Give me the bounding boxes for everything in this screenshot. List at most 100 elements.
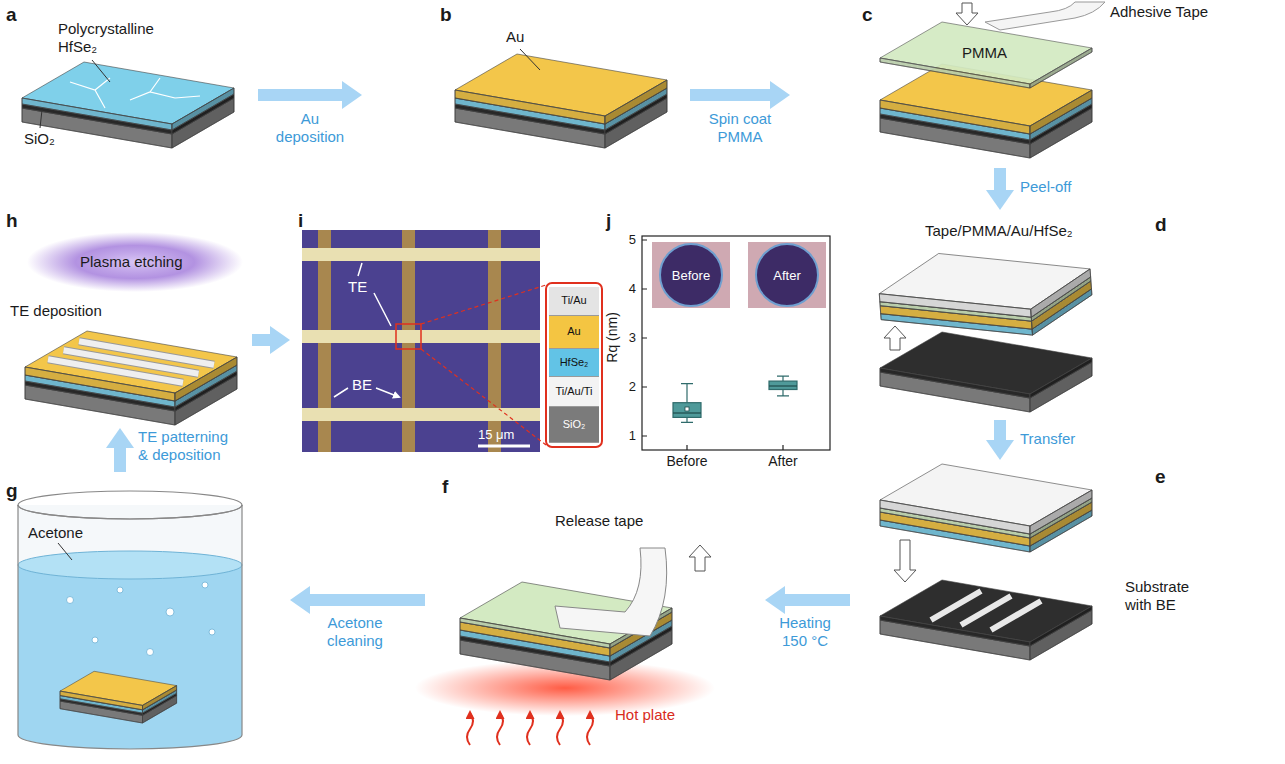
layer-label: HfSe₂	[560, 356, 589, 369]
callout-label: 3	[622, 330, 636, 346]
heat-arrow-heads	[529, 713, 531, 716]
step-arrow	[785, 594, 850, 606]
panel-f: fRelease tapeHot plate	[435, 470, 745, 764]
roughness-chart	[660, 244, 722, 306]
callout-label: Polycrystalline HfSe₂	[58, 20, 173, 56]
beaker	[92, 637, 98, 643]
callout-label: 4	[622, 281, 636, 297]
callout-label: SiO₂	[24, 130, 55, 148]
panel-letter: b	[440, 4, 452, 27]
heat-arrow-heads	[499, 713, 501, 716]
step-label: Spin coat PMMA	[695, 110, 785, 146]
step-arrow	[310, 594, 425, 606]
hollow-arrow	[689, 545, 711, 571]
top-electrode	[48, 341, 214, 382]
stack-c	[880, 22, 1092, 88]
callout-label: 15 μm	[478, 427, 514, 443]
lifted-stack	[877, 243, 1095, 346]
hollow-arrow	[884, 326, 906, 350]
substrate-d	[880, 332, 1092, 398]
panel-letter: h	[6, 210, 18, 233]
bottom-electrode	[931, 591, 1041, 630]
panel-letter: e	[1155, 466, 1166, 489]
callout-label: Acetone	[28, 524, 83, 542]
substrate-e	[880, 580, 1092, 646]
callout-label: Before	[652, 453, 722, 470]
step-arrow	[258, 89, 342, 101]
lifted-stack	[877, 243, 1093, 328]
beaker	[60, 671, 177, 710]
stack-b	[455, 54, 667, 148]
release-tape	[555, 548, 667, 636]
beaker	[166, 608, 174, 616]
callout-label: Hot plate	[615, 706, 675, 724]
stack-a	[22, 62, 234, 130]
micrograph	[302, 230, 540, 452]
panel-c: c Adhesive TapePMMA	[855, 0, 1285, 165]
beaker	[18, 505, 242, 749]
leader-line	[40, 60, 110, 128]
panel-g: gAcetone	[0, 476, 255, 764]
panel-letter: g	[6, 480, 18, 503]
heat-arrow-heads	[559, 713, 561, 716]
adhesive-tape	[985, 2, 1105, 30]
layer-box: HfSe₂	[549, 349, 599, 377]
panel-d: dTape/PMMA/Au/HfSe₂	[855, 212, 1285, 418]
panel-letter: c	[862, 4, 873, 27]
panel-e: eSubstrate with BE	[855, 462, 1285, 702]
panel-letter: f	[442, 476, 448, 499]
leader-line	[520, 49, 540, 70]
step-label: Transfer	[1020, 430, 1075, 448]
callout-label: Substrate with BE	[1125, 578, 1210, 614]
callout-label: Adhesive Tape	[1110, 3, 1208, 21]
panel-letter: a	[6, 4, 17, 27]
panel-letter: i	[298, 210, 303, 233]
callout-label: TE	[348, 278, 367, 296]
step-label: Au deposition	[270, 110, 350, 146]
callout-label: Before	[661, 268, 721, 284]
step-arrows	[120, 95, 1000, 600]
hollow-arrow	[894, 540, 916, 582]
roughness-chart	[642, 236, 830, 450]
layer-label: SiO₂	[563, 418, 586, 431]
stack-b	[455, 54, 667, 124]
roughness-chart	[673, 412, 701, 413]
panel-i: iTE BE 15 μm Ti/AuAuHfSe₂ Ti/Au/TiSiO₂	[295, 208, 603, 460]
leader-line	[58, 543, 72, 560]
beaker	[60, 671, 177, 723]
beaker	[117, 587, 123, 593]
step-arrow	[252, 334, 270, 346]
callout-label: PMMA	[962, 44, 1007, 62]
step-arrow	[994, 168, 1006, 190]
callout-label: 2	[622, 379, 636, 395]
roughness-chart	[756, 244, 818, 306]
micrograph	[302, 408, 540, 421]
grain-boundary	[70, 78, 200, 108]
beaker	[202, 582, 208, 588]
heat-arrow-heads	[589, 713, 591, 716]
layer-label: Ti/Au	[561, 294, 586, 307]
layer-label: Au	[567, 325, 580, 338]
micrograph	[302, 248, 540, 261]
heat-arrow-heads	[470, 713, 590, 716]
layer-box: Ti/Au/Ti	[549, 377, 599, 407]
callout-label: BE	[352, 376, 372, 394]
roughness-chart	[748, 242, 826, 308]
hollow-arrow	[956, 3, 978, 25]
step-label: Peel-off	[1020, 178, 1071, 196]
callout-label: TE deposition	[10, 302, 102, 320]
beaker	[18, 505, 242, 735]
panel-a: aPolycrystalline HfSe₂ SiO₂	[0, 0, 250, 170]
panel-j: jRq (nm)54321BeforeAfterBeforeAfter	[603, 208, 840, 474]
panel-letter: d	[1155, 214, 1167, 237]
callout-label: Release tape	[555, 512, 643, 530]
top-electrode	[48, 341, 214, 382]
panel-b: bAu	[435, 0, 680, 170]
zoom-line	[421, 285, 546, 445]
callout-label: 5	[622, 232, 636, 248]
layer-box: Ti/Au	[549, 287, 599, 316]
heat-arrow-heads	[469, 713, 471, 716]
